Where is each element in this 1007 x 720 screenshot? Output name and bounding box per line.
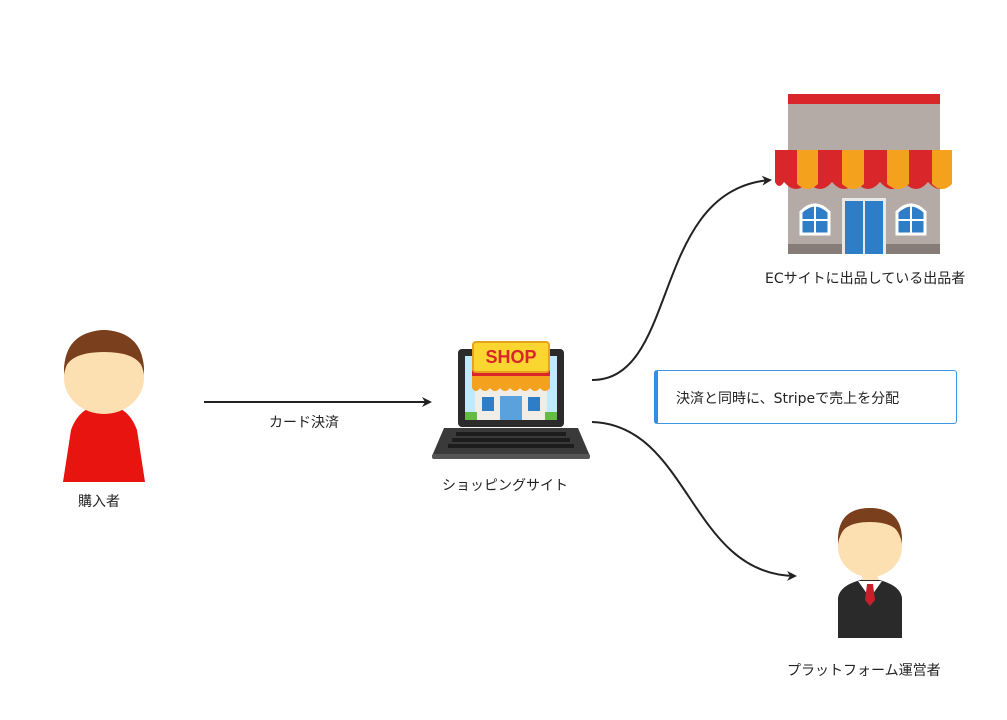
seller-payout-arrow [591,175,772,381]
buyer-label: 購入者 [78,494,120,510]
buyer-icon [63,330,145,482]
seller-label: ECサイトに出品している出品者 [765,271,966,287]
platform-fee-arrow [591,421,797,581]
card-payment-label: カード決済 [269,415,339,431]
seller-store-icon [775,94,952,254]
shopping-site-laptop-icon: SHOP [432,341,590,459]
stripe-split-note: 決済と同時に、Stripeで売上を分配 [654,370,957,424]
operator-label: プラットフォーム運営者 [787,663,941,679]
shop-sign-text: SHOP [485,347,536,367]
shopping-site-label: ショッピングサイト [442,478,568,494]
operator-businessman-icon [838,508,902,638]
stripe-split-note-text: 決済と同時に、Stripeで売上を分配 [676,391,900,407]
